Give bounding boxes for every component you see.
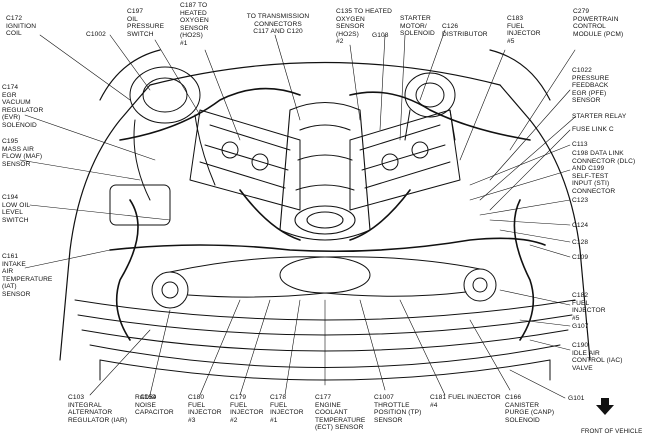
label-c178: C178 FUEL INJECTOR #1 bbox=[270, 394, 304, 424]
front-arrow-icon bbox=[596, 398, 614, 415]
wiring-harness bbox=[109, 87, 546, 341]
label-c197: C197 OIL PRESSURE SWITCH bbox=[127, 8, 165, 38]
air-cleaner bbox=[109, 66, 216, 226]
label-c126: C126 DISTRIBUTOR bbox=[442, 23, 488, 38]
label-g101: G101 bbox=[568, 395, 585, 402]
label-g107: G107 bbox=[572, 323, 589, 330]
label-c279: C279 POWERTRAIN CONTROL MODULE (PCM) bbox=[573, 8, 624, 38]
label-c181: C181 FUEL INJECTOR #4 bbox=[430, 394, 501, 409]
intake-manifold bbox=[279, 102, 371, 241]
label-c135: C135 TO HEATED OXYGEN SENSOR (HO2S) #2 bbox=[336, 8, 393, 46]
front-accessories bbox=[151, 256, 497, 309]
label-c172: C172 IGNITION COIL bbox=[6, 15, 37, 38]
label-c194: C194 LOW OIL LEVEL SWITCH bbox=[2, 194, 31, 224]
label-c1002: C1002 bbox=[86, 31, 106, 38]
label-c166: C166 CANISTER PURGE (CANP) SOLENOID bbox=[505, 394, 555, 424]
label-c124: C124 bbox=[572, 222, 589, 229]
label-c103: C103 INTEGRAL ALTERNATOR REGULATOR (IAR) bbox=[68, 394, 128, 424]
label-front-of-vehicle: FRONT OF VEHICLE bbox=[581, 428, 643, 435]
label-c113: C113 bbox=[572, 141, 588, 148]
leader-lines bbox=[19, 29, 576, 399]
label-c177: C177 ENGINE COOLANT TEMPERATURE (ECT) SE… bbox=[315, 394, 366, 432]
label-c128: C128 bbox=[572, 239, 589, 246]
label-c174: C174 EGR VACUUM REGULATOR (EVR) SOLENOID bbox=[2, 84, 44, 129]
left-valve-cover bbox=[189, 109, 301, 211]
label-c180: C180 FUEL INJECTOR #3 bbox=[188, 394, 222, 424]
right-valve-cover bbox=[349, 109, 461, 211]
label-starter-relay: STARTER RELAY bbox=[572, 113, 627, 120]
label-to-transmission: TO TRANSMISSION CONNECTORS C117 AND C120 bbox=[246, 13, 310, 36]
label-c1007: C1007 THROTTLE POSITION (TP) SENSOR bbox=[374, 394, 422, 424]
label-starter-motor: STARTER MOTOR/ SOLENOID bbox=[400, 15, 435, 38]
label-c161: C161 INTAKE AIR TEMPERATURE (IAT) SENSOR bbox=[2, 253, 53, 298]
label-c198: C198 DATA LINK CONNECTOR (DLC) AND C199 … bbox=[572, 150, 636, 195]
label-c179: C179 FUEL INJECTOR #2 bbox=[230, 394, 264, 424]
label-c190: C190 IDLE AIR CONTROL (IAC) VALVE bbox=[572, 342, 623, 372]
body-outline bbox=[59, 49, 591, 361]
label-c154: C154 bbox=[140, 394, 157, 401]
label-c123: C123 bbox=[572, 197, 589, 204]
label-c182: C182 FUEL INJECTOR #5 bbox=[572, 292, 606, 322]
label-c183: C183 FUEL INJECTOR #5 bbox=[507, 15, 541, 45]
label-c195: C195 MASS AIR FLOW (MAF) SENSOR bbox=[2, 138, 43, 168]
label-c1022: C1022 PRESSURE FEEDBACK EGR (PFE) SENSOR bbox=[572, 67, 610, 105]
label-c187: C187 TO HEATED OXYGEN SENSOR (HO2S) #1 bbox=[180, 2, 209, 47]
distributor bbox=[404, 72, 456, 141]
label-c109: C109 bbox=[572, 254, 589, 261]
label-radio-capacitor: RADIO NOISE CAPACITOR bbox=[135, 394, 174, 417]
label-fuse-link-c: FUSE LINK C bbox=[572, 126, 614, 133]
label-g108: G108 bbox=[372, 32, 389, 39]
